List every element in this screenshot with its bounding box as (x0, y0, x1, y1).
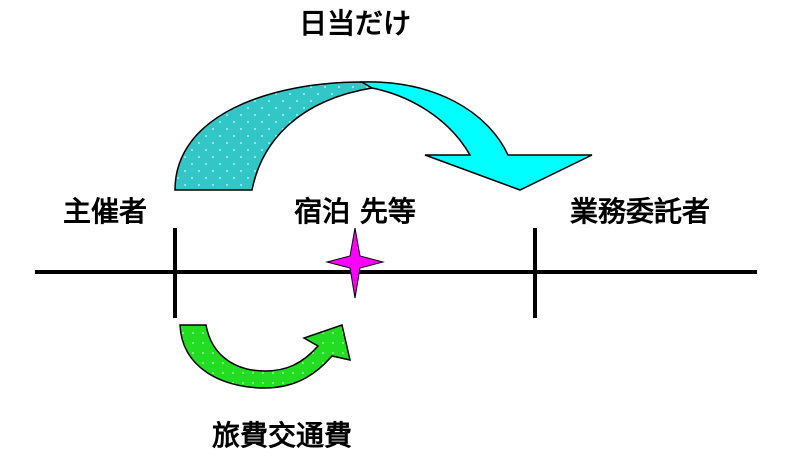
lodging-star-icon (325, 227, 385, 299)
per-diem-arrow-right-band (359, 81, 593, 191)
per-diem-arrow-left-band (174, 81, 375, 191)
per-diem-label: 日当だけ (298, 7, 412, 40)
lodging-label: 宿泊 先等 (294, 195, 416, 228)
organizer-label: 主催者 (62, 195, 148, 228)
travel-expense-arrow (179, 324, 351, 389)
per-diem-arrow (174, 81, 593, 191)
travel-expense-label: 旅費交通費 (211, 419, 353, 452)
contractor-label: 業務委託者 (569, 195, 711, 228)
